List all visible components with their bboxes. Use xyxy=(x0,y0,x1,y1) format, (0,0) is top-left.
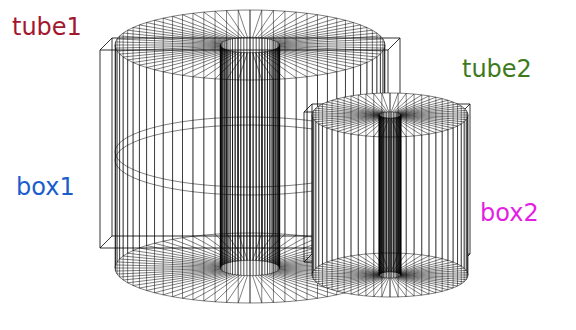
tube2-wireframe xyxy=(312,93,468,297)
inner-mesh xyxy=(379,112,401,278)
inner-mesh xyxy=(220,37,279,275)
part-label: tube2 xyxy=(460,56,534,82)
part-label: tube1 xyxy=(10,14,84,40)
cylinder-fill xyxy=(312,93,468,297)
outer-mesh xyxy=(312,93,468,297)
part-label: box2 xyxy=(478,200,541,226)
part-label: box1 xyxy=(14,174,77,200)
